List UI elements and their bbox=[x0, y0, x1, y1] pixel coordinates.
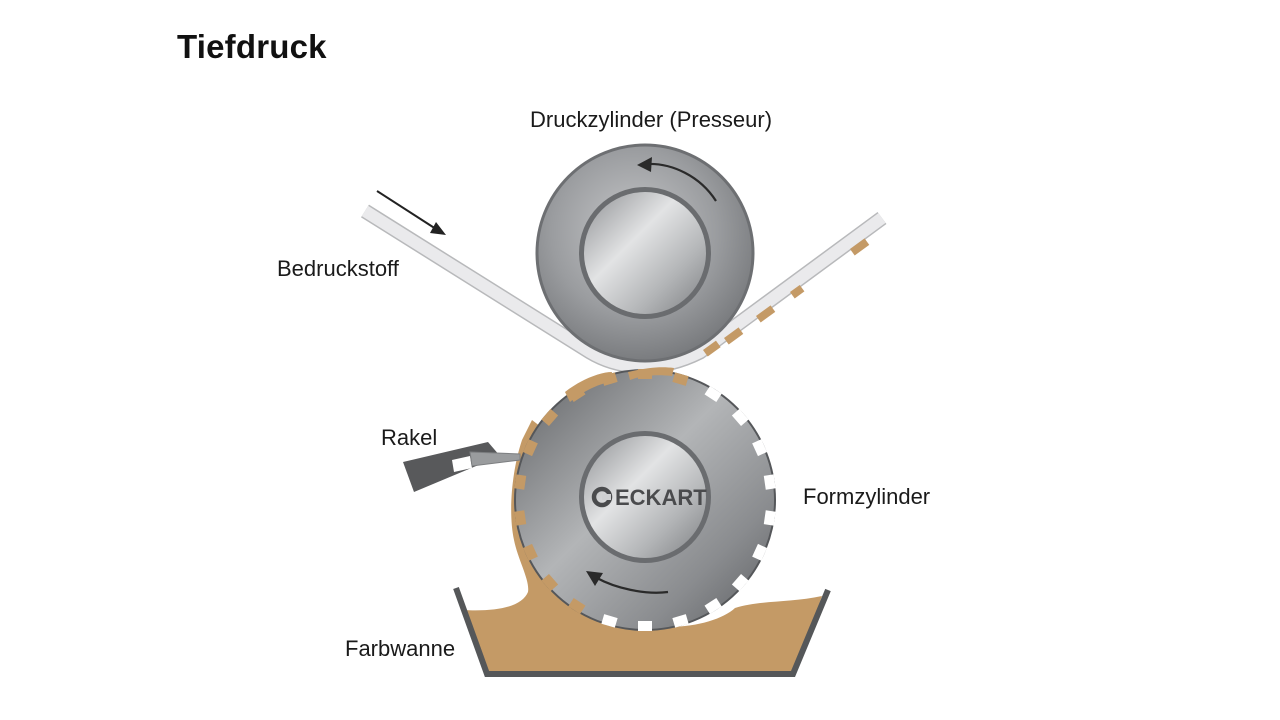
engraved-cell bbox=[704, 386, 722, 402]
form-cylinder: ECKART bbox=[514, 369, 776, 631]
doctor-blade bbox=[403, 442, 521, 492]
substrate-web bbox=[361, 190, 887, 374]
feed-direction-arrow bbox=[376, 190, 446, 235]
rotation-arrow-icon bbox=[637, 157, 717, 202]
ink-film-nip bbox=[628, 367, 674, 380]
engraved-cell bbox=[672, 372, 689, 386]
label-impression-cylinder: Druckzylinder (Presseur) bbox=[530, 107, 773, 132]
impression-cylinder bbox=[535, 143, 755, 363]
label-doctor-blade: Rakel bbox=[381, 425, 438, 450]
engraved-cell bbox=[601, 614, 618, 628]
engraved-cell bbox=[541, 408, 559, 427]
engraved-cell bbox=[752, 543, 768, 561]
logo: ECKART bbox=[591, 485, 707, 510]
label-ink-tray: Farbwanne bbox=[345, 636, 456, 661]
engraved-cell bbox=[763, 510, 776, 526]
ink-film bbox=[565, 372, 612, 402]
rotation-arrow-icon bbox=[586, 571, 669, 594]
engraved-cell bbox=[541, 573, 559, 592]
tray-wall bbox=[453, 586, 831, 677]
logo-text: ECKART bbox=[615, 485, 707, 510]
ink-surface bbox=[462, 420, 822, 672]
engraved-cell bbox=[638, 621, 652, 631]
label-form-cylinder: Formzylinder bbox=[803, 484, 931, 509]
engraved-cell bbox=[568, 598, 586, 614]
ink-tray bbox=[453, 420, 831, 677]
engraved-cell bbox=[752, 439, 768, 457]
engraved-cell bbox=[514, 510, 527, 526]
engraved-cell bbox=[731, 573, 749, 592]
engraved-cell bbox=[522, 543, 538, 561]
engraved-cell bbox=[731, 408, 749, 427]
engraved-cell bbox=[514, 474, 527, 490]
engraved-cell bbox=[763, 474, 776, 490]
engraved-cell bbox=[704, 598, 722, 614]
label-substrate: Bedruckstoff bbox=[277, 256, 399, 281]
engraved-cell bbox=[522, 439, 538, 457]
engraved-cell bbox=[672, 614, 689, 628]
printed-ink-dots bbox=[703, 238, 870, 357]
page-title: Tiefdruck bbox=[177, 28, 327, 65]
